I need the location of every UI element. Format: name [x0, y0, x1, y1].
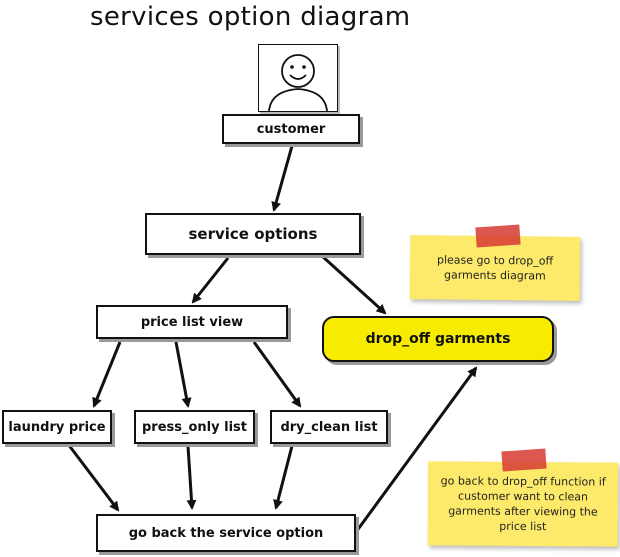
arrow-price-list-to-dry-clean	[252, 341, 302, 408]
diagram-title: services option diagram	[90, 2, 411, 32]
price-list-view-box: price list view	[96, 305, 288, 339]
person-icon	[268, 54, 328, 112]
drop-off-note-text: please go to drop_off garments diagram	[436, 253, 554, 283]
arrow-customer-to-service-options	[271, 145, 294, 212]
go-back-label: go back the service option	[128, 525, 324, 541]
go-back-sticky-note: go back to drop_off function if customer…	[427, 461, 619, 547]
go-back-box: go back the service option	[96, 514, 356, 552]
arrow-dry-clean-to-go-back	[273, 445, 294, 510]
press-only-list-label: press_only list	[141, 419, 247, 435]
arrow-service-options-to-drop-off	[320, 254, 387, 315]
arrow-price-list-to-laundry	[92, 341, 122, 408]
drop-off-garments-label: drop_off garments	[365, 331, 511, 347]
drop-off-garments-box: drop_off garments	[322, 316, 554, 362]
arrow-laundry-to-go-back	[66, 443, 120, 512]
service-options-label: service options	[188, 225, 318, 243]
arrow-price-list-to-press-only	[174, 341, 192, 408]
arrow-service-options-to-price-list	[191, 257, 230, 304]
laundry-price-label: laundry price	[8, 419, 106, 435]
tape-strip	[501, 448, 547, 472]
customer-avatar	[258, 44, 338, 112]
press-only-list-box: press_only list	[134, 410, 255, 444]
arrow-go-back-to-drop-off	[354, 366, 478, 533]
dry-clean-list-box: dry_clean list	[270, 410, 388, 444]
laundry-price-box: laundry price	[2, 410, 112, 444]
customer-label: customer	[256, 121, 326, 137]
service-options-box: service options	[145, 213, 361, 255]
dry-clean-list-label: dry_clean list	[280, 419, 378, 435]
price-list-view-label: price list view	[140, 314, 244, 330]
customer-box: customer	[222, 114, 360, 144]
arrow-press-only-to-go-back	[186, 445, 197, 510]
go-back-note-text: go back to drop_off function if customer…	[440, 474, 606, 534]
tape-strip	[475, 224, 521, 248]
